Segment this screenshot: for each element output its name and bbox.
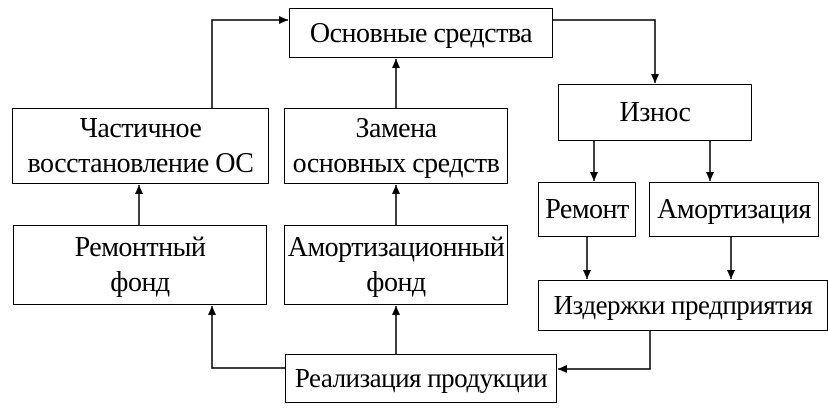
- partial-restoration-line-2: восстановление ОС: [27, 148, 254, 179]
- repair-fund-line-2: фонд: [110, 267, 170, 298]
- repair-fund-line-1: Ремонтный: [74, 232, 206, 263]
- fixed-assets-box: Основные средства: [289, 8, 553, 58]
- arrow-partial-to-fixed-assets: [211, 16, 288, 108]
- product-sales-label: Реализация продукции: [294, 363, 548, 393]
- enterprise-costs-label: Издержки предприятия: [553, 290, 813, 320]
- arrow-sales-to-repair-fund: [208, 306, 285, 369]
- wear-label: Износ: [619, 97, 691, 128]
- fixed-assets-label: Основные средства: [309, 17, 533, 49]
- asset-replacement-line-2: основных средств: [292, 148, 500, 179]
- repair-fund-box: Ремонтный фонд: [13, 225, 267, 305]
- asset-replacement-line-1: Замена: [355, 113, 437, 144]
- partial-restoration-line-1: Частичное: [79, 113, 202, 144]
- product-sales-box: Реализация продукции: [285, 354, 557, 403]
- arrow-fixed-assets-to-wear: [553, 19, 659, 83]
- asset-replacement-box: Замена основных средств: [284, 108, 508, 184]
- wear-box: Износ: [558, 84, 752, 141]
- partial-restoration-box: Частичное восстановление ОС: [12, 108, 269, 184]
- depreciation-fund-box: Амортизационный фонд: [284, 225, 508, 305]
- depreciation-fund-line-1: Амортизационный: [287, 232, 505, 263]
- repair-box: Ремонт: [538, 182, 636, 237]
- depreciation-box: Амортизация: [649, 182, 819, 237]
- enterprise-costs-box: Издержки предприятия: [538, 280, 828, 331]
- repair-label: Ремонт: [545, 194, 629, 225]
- arrow-costs-to-sales: [558, 331, 651, 373]
- depreciation-fund-line-2: фонд: [366, 267, 426, 298]
- depreciation-label: Амортизация: [657, 194, 811, 225]
